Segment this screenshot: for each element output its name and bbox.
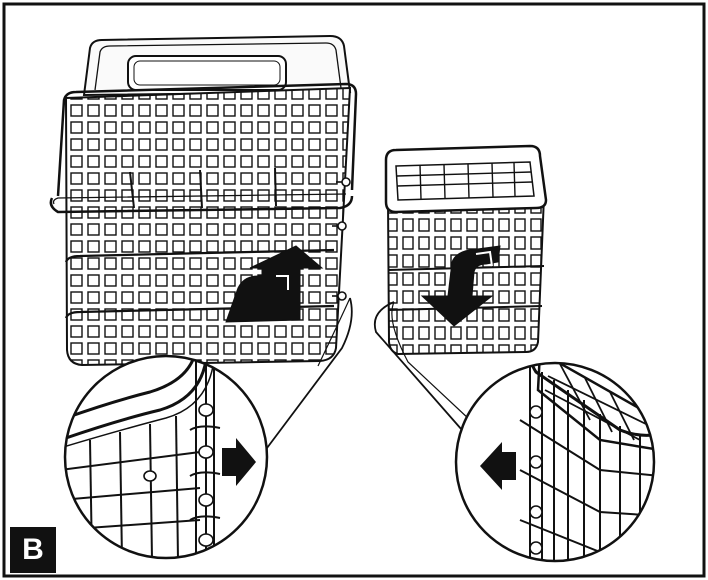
arrow-down-curved [420, 245, 501, 327]
large-basket-grid [64, 86, 352, 367]
right-callout-connector [373, 301, 463, 431]
small-silverware-basket [384, 144, 548, 356]
right-detail-inset [454, 361, 656, 563]
arrow-left [480, 442, 516, 490]
handle-opening [127, 55, 287, 91]
panel-label: B [10, 527, 56, 573]
arrow-up-curved [225, 245, 324, 323]
left-callout-connector [263, 297, 353, 453]
large-silverware-basket [49, 34, 358, 367]
left-detail-inset [63, 354, 269, 560]
large-basket-pegs [332, 177, 351, 301]
arrow-right [222, 438, 256, 486]
